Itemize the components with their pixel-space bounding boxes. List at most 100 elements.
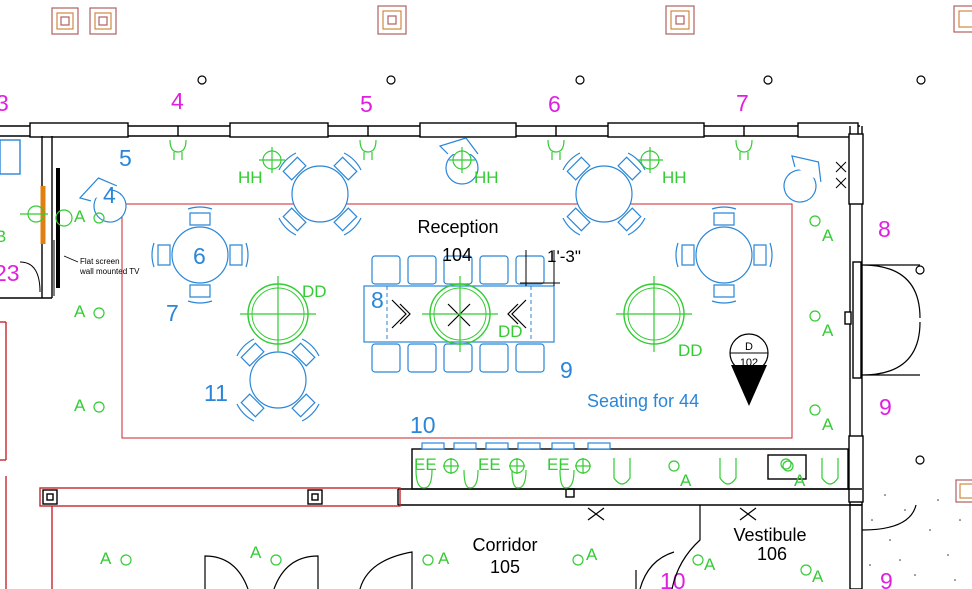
round-table — [252, 126, 388, 262]
column-marker — [89, 7, 117, 35]
fixture-label: A — [250, 543, 262, 562]
fixture-label: A — [100, 549, 112, 568]
room-name: Vestibule — [733, 525, 806, 545]
tv-note: Flat screen wall mounted TV — [63, 255, 140, 276]
fixture-label: A — [822, 321, 834, 340]
hh-fixture — [636, 146, 664, 174]
round-table — [536, 126, 672, 262]
fixture-label: A — [438, 549, 450, 568]
fixture-label: A — [822, 415, 834, 434]
grid-number: 10 — [660, 568, 686, 589]
fixture-label: HH — [662, 168, 687, 187]
fixture-label: A — [812, 567, 824, 586]
fixture-label: A — [74, 302, 86, 321]
tv-note-line2: wall mounted TV — [79, 267, 140, 276]
seating-note: Seating for 44 — [587, 391, 699, 411]
a-fixture — [692, 554, 704, 566]
table-number: 6 — [193, 243, 206, 269]
fixture-label: A — [680, 471, 692, 490]
wall-sconce — [169, 139, 187, 161]
a-fixture — [782, 460, 794, 472]
furniture — [75, 126, 830, 450]
table-number: 4 — [103, 182, 116, 208]
room-number: 106 — [757, 544, 787, 564]
room-labels: Reception 104 Corridor 105 Vestibule 106 — [417, 217, 806, 577]
a-fixture — [572, 554, 584, 566]
exterior-paving — [869, 494, 961, 581]
grid-numbers: 3 4 5 6 7 8 9 23 10 9 — [0, 88, 893, 589]
grid-number: 9 — [879, 394, 892, 420]
grid-number: 7 — [736, 90, 749, 116]
lighting-fixtures — [20, 139, 839, 576]
fixture-label: DD — [498, 322, 523, 341]
grid-number: 6 — [548, 91, 561, 117]
walls — [0, 122, 921, 589]
table-number: 10 — [410, 412, 436, 438]
table-number: 8 — [371, 287, 384, 313]
wall-sconce — [547, 139, 565, 161]
lounge-chair — [439, 137, 479, 185]
a-fixture — [93, 307, 105, 319]
counter-fixtures — [20, 205, 839, 489]
fixture-labels: HH HH HH DD DD DD EE EE EE A A A A A A A… — [0, 168, 834, 586]
a-fixture — [93, 401, 105, 413]
table-numbers: 5 4 6 7 11 8 9 10 — [103, 145, 573, 438]
column-marker — [953, 5, 972, 33]
a-fixture — [809, 310, 821, 322]
fixture-label: HH — [238, 168, 263, 187]
a-fixture — [809, 215, 821, 227]
room-name: Reception — [417, 217, 498, 237]
fixture-label: DD — [678, 341, 703, 360]
table-number: 5 — [119, 145, 132, 171]
room-number: 104 — [442, 245, 472, 265]
column-markers — [51, 5, 972, 503]
fixture-label: A — [794, 471, 806, 490]
fixture-label: DD — [302, 282, 327, 301]
a-fixture — [668, 460, 680, 472]
a-fixture — [270, 554, 282, 566]
wall-sconce — [735, 139, 753, 161]
section-marker: D 102 — [729, 333, 769, 406]
hh-fixture — [258, 146, 286, 174]
fixture-label: A — [704, 555, 716, 574]
room-number: 105 — [490, 557, 520, 577]
lounge-chair — [772, 148, 830, 209]
fixture-label: A — [822, 226, 834, 245]
fixture-label: EE — [414, 455, 437, 474]
room-name: Corridor — [472, 535, 537, 555]
fixture-label: EE — [478, 455, 501, 474]
grid-number: 5 — [360, 91, 373, 117]
a-fixture — [422, 554, 434, 566]
fixture-label: A — [74, 207, 86, 226]
fixture-label: A — [586, 545, 598, 564]
table-number: 9 — [560, 357, 573, 383]
grid-number: 9 — [880, 568, 893, 589]
dimension-text: 1'-3" — [547, 247, 581, 266]
grid-number: 23 — [0, 260, 20, 286]
grid-number: 8 — [878, 216, 891, 242]
fixture-label: B — [0, 227, 6, 246]
dimension-callout: 1'-3" — [520, 247, 581, 286]
tv-note-line1: Flat screen — [80, 257, 120, 266]
a-fixture — [809, 404, 821, 416]
fixture-label: HH — [474, 168, 499, 187]
grid-number: 3 — [0, 90, 9, 116]
a-fixture — [800, 564, 812, 576]
table-number: 11 — [204, 380, 228, 406]
grid-number: 4 — [171, 88, 184, 114]
table-number: 7 — [166, 300, 179, 326]
round-table — [676, 207, 772, 303]
wall-sconce — [359, 139, 377, 161]
section-letter: D — [745, 341, 753, 353]
column-marker — [377, 5, 407, 35]
a-fixture — [120, 554, 132, 566]
column-marker — [51, 7, 79, 35]
column-marker — [665, 5, 695, 35]
column-marker — [955, 479, 972, 503]
fixture-label: A — [74, 396, 86, 415]
section-sheet: 102 — [740, 357, 758, 369]
grid-bubbles — [197, 75, 926, 465]
seating-area-boundary — [121, 203, 793, 439]
fixture-label: EE — [547, 455, 570, 474]
